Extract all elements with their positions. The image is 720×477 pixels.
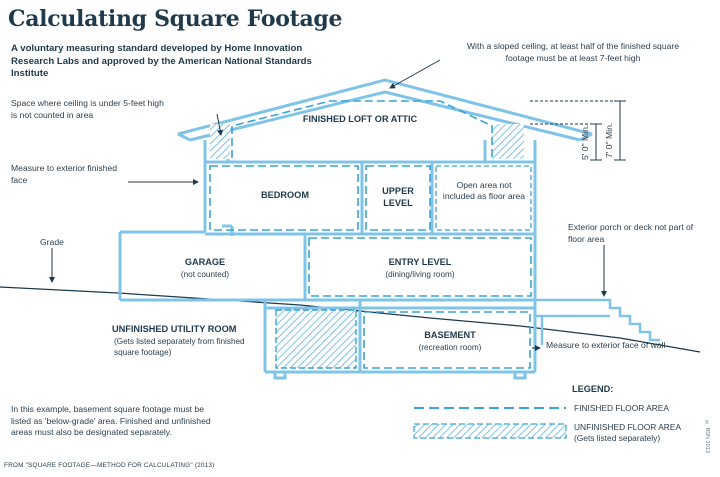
- room-utility: UNFINISHED UTILITY ROOM: [112, 324, 237, 334]
- dimension-7ft-min: 7' 0" Min.: [604, 122, 614, 158]
- legend-finished-label: FINISHED FLOOR AREA: [574, 403, 669, 413]
- room-basement-sub: (recreation room): [418, 343, 482, 352]
- unfinished-eave-left: [210, 124, 230, 159]
- unfinished-utility-hatch: [275, 309, 357, 369]
- dimension-marks: [530, 100, 626, 161]
- room-basement: BASEMENT: [424, 330, 476, 340]
- room-utility-sub: (Gets listed separately from finished sq…: [114, 337, 245, 357]
- room-entry-sub: (dining/living room): [385, 270, 455, 279]
- room-garage-sub: (not counted): [180, 270, 230, 279]
- under-5ft-note: Space where ceiling is under 5-feet high…: [11, 98, 164, 120]
- room-entry: ENTRY LEVEL: [388, 257, 452, 267]
- exterior-face-note: Measure to exterior finished face: [11, 163, 118, 185]
- leader-lines: [49, 59, 607, 351]
- porch-note: Exterior porch or deck not part of floor…: [568, 222, 694, 244]
- credit-text: © BDN 2013: [704, 420, 710, 453]
- roof: [177, 78, 593, 142]
- open-area-note: Open area not included as floor area: [442, 180, 526, 201]
- wall-face-note: Measure to exterior face of wall: [546, 340, 666, 350]
- unfinished-eave-right: [492, 124, 524, 159]
- legend-unfinished-sub: (Gets listed separately): [574, 433, 661, 443]
- legend-unfinished-swatch: [413, 423, 567, 439]
- room-loft: FINISHED LOFT OR ATTIC: [302, 114, 418, 124]
- finished-areas: [209, 100, 532, 369]
- page-subtitle: A voluntary measuring standard developed…: [11, 43, 312, 79]
- sloped-ceiling-note: With a sloped ceiling, at least half of …: [466, 41, 680, 63]
- grade-label: Grade: [40, 237, 64, 247]
- grade-line: [0, 286, 701, 353]
- legend-unfinished-label: UNFINISHED FLOOR AREA: [574, 422, 682, 432]
- legend-heading: LEGEND:: [572, 384, 614, 394]
- dimension-5ft-min: 5' 0" Min.: [580, 124, 590, 160]
- page-title: Calculating Square Footage: [8, 6, 343, 32]
- source-note: FROM "SQUARE FOOTAGE—METHOD FOR CALCULAT…: [4, 462, 215, 469]
- room-bedroom: BEDROOM: [261, 190, 309, 200]
- porch-deck: [533, 298, 660, 345]
- room-garage: GARAGE: [184, 257, 226, 267]
- room-upper-level: UPPER LEVEL: [382, 186, 414, 208]
- below-grade-note: In this example, basement square footage…: [11, 404, 211, 437]
